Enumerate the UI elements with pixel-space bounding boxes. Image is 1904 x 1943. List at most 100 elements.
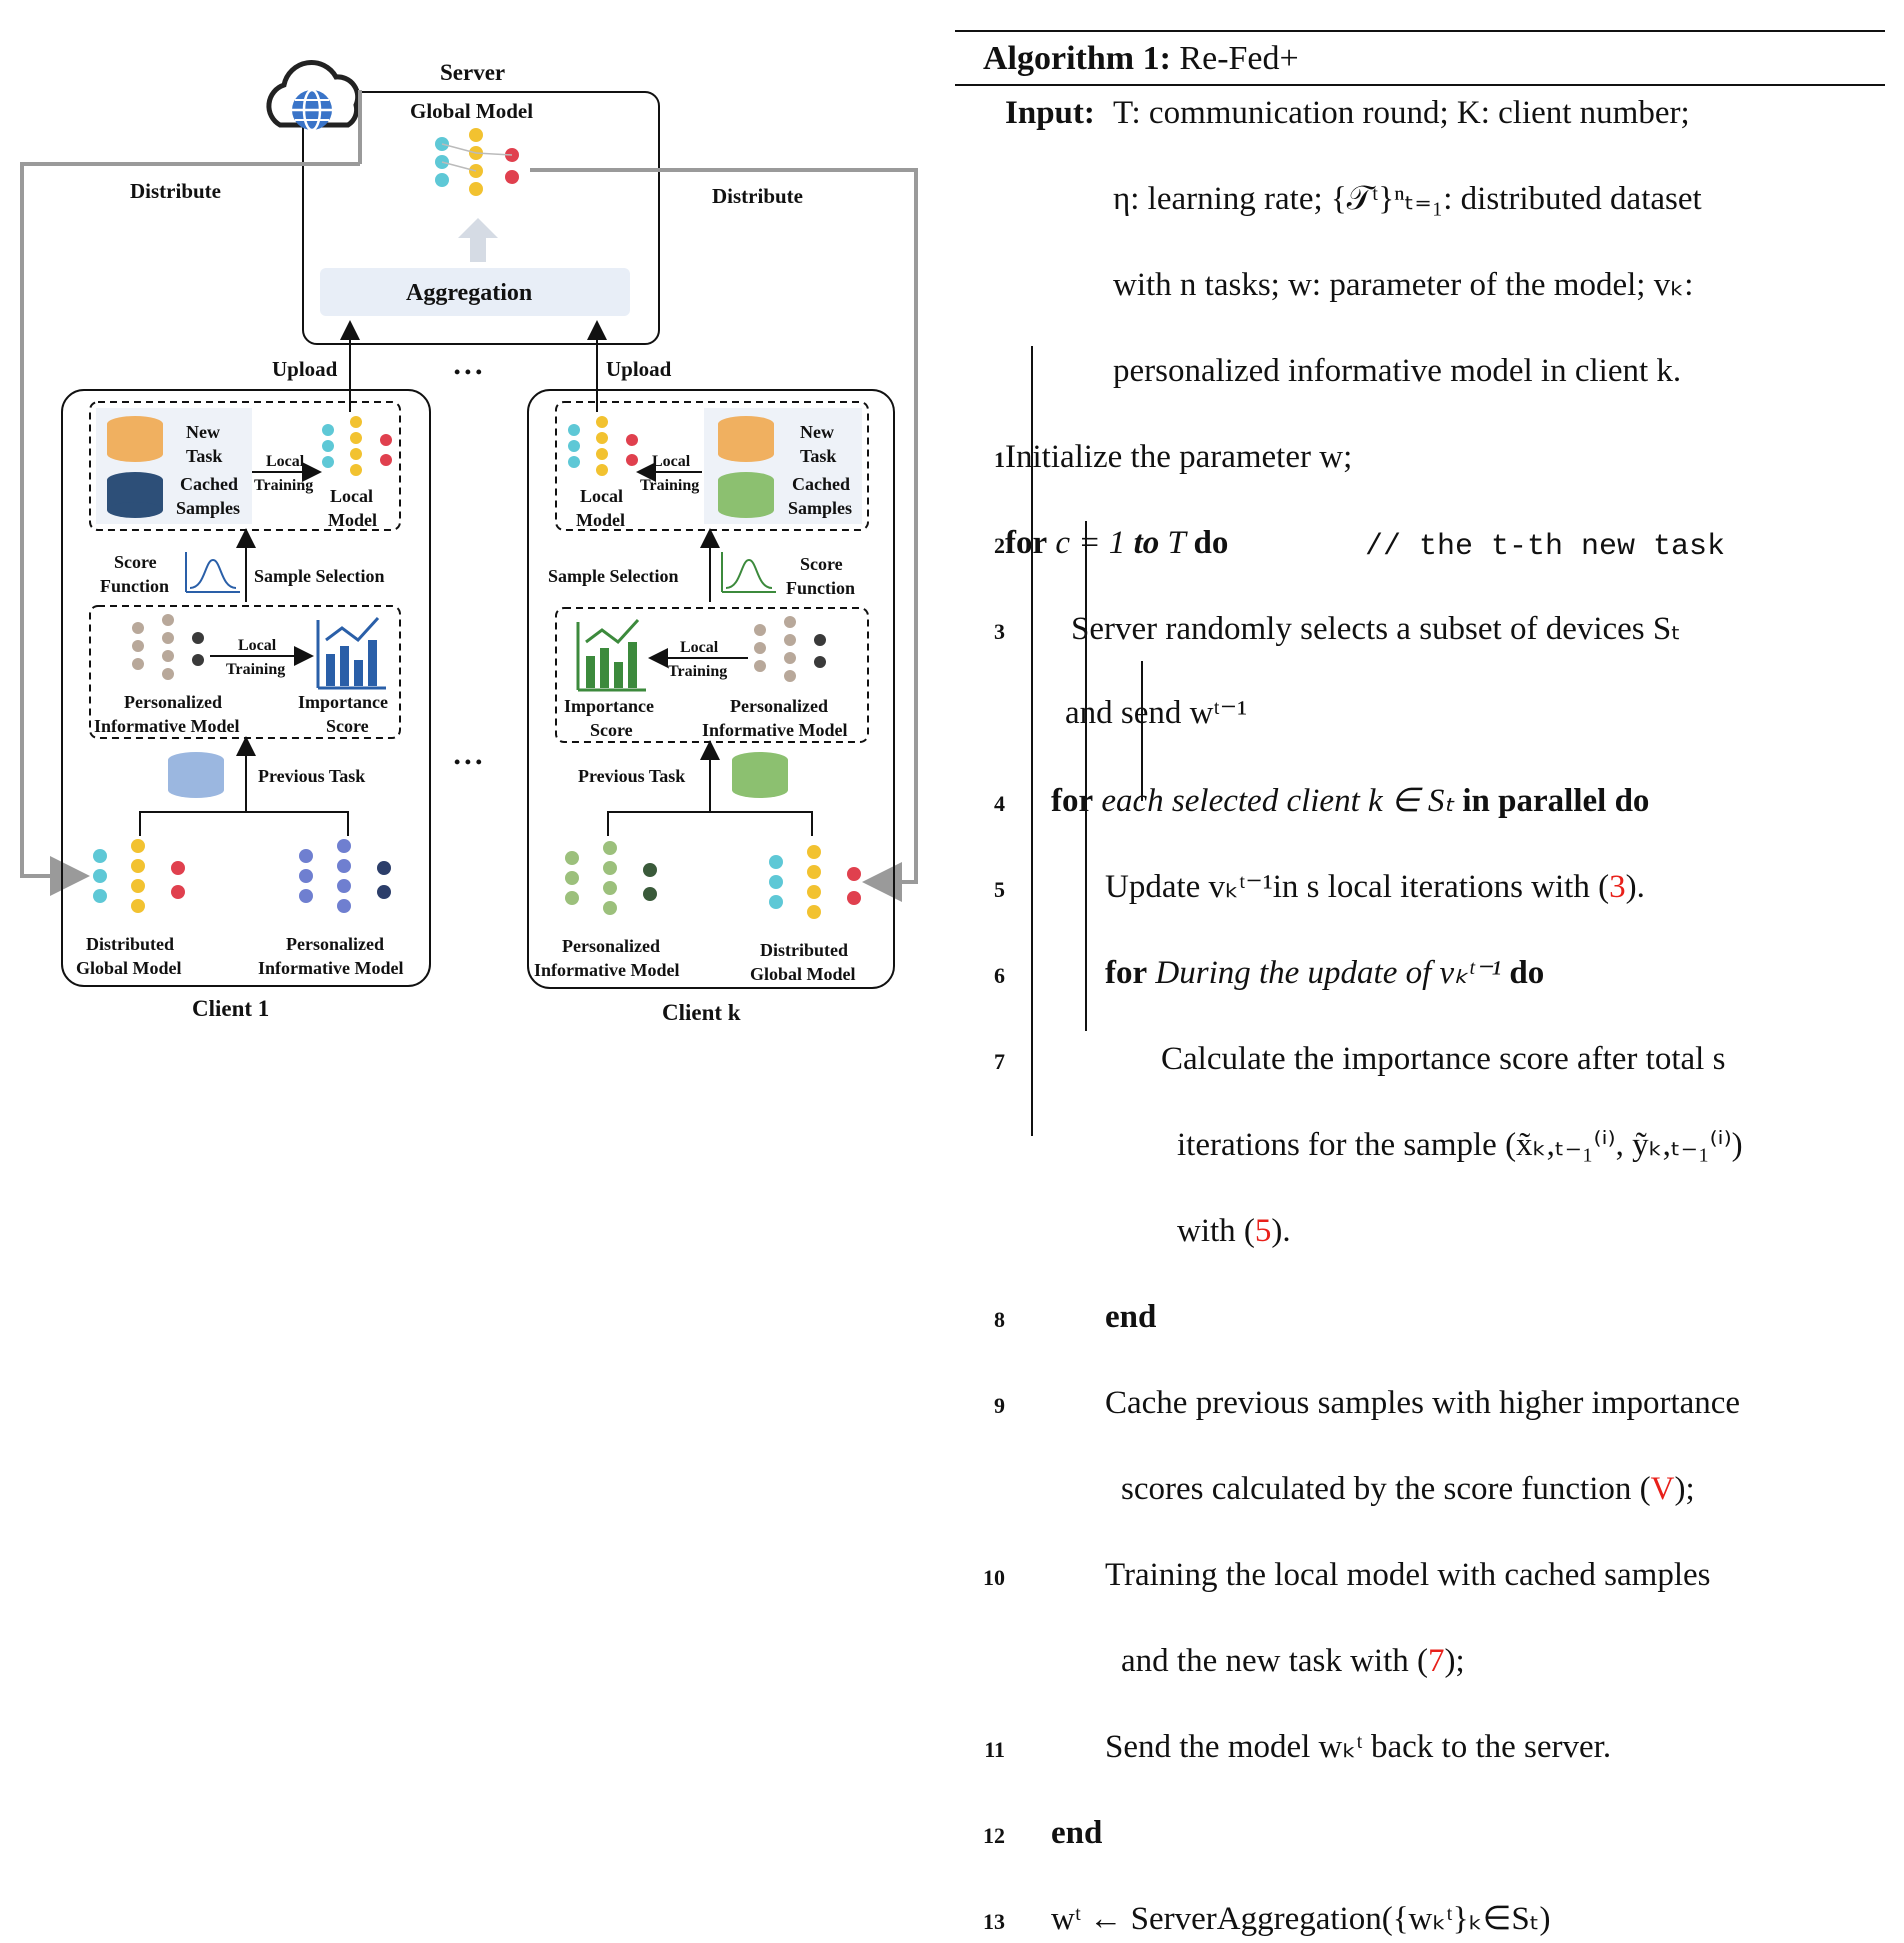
ck-importance-score-chart-icon (576, 618, 646, 692)
line-9-cont: scores calculated by the score function … (1121, 1471, 1651, 1507)
input-label: Input: (1005, 95, 1095, 131)
block-bar-inner (1141, 661, 1143, 801)
line-10-text: Training the local model with cached sam… (1105, 1557, 1711, 1593)
algorithm-label: Algorithm 1: (983, 40, 1171, 77)
c1-local-training-b2: Training (226, 661, 285, 678)
c1-local-training-1: Local (266, 453, 305, 470)
line-10-cont-post: ); (1444, 1643, 1465, 1679)
client-1-title: Client 1 (192, 996, 269, 1021)
distribute-right-label: Distribute (712, 184, 803, 208)
block-bar-middle (1085, 521, 1087, 1031)
cached-samples-database-icon (107, 472, 163, 518)
global-model-network-icon (435, 128, 519, 196)
c1-new-task-2: Task (186, 446, 222, 466)
c1-local-model-2: Model (328, 510, 377, 530)
ck-score-function-2: Function (786, 578, 855, 598)
aggregation-box (320, 268, 630, 316)
c1-local-model-1: Local (330, 486, 373, 506)
ellipsis-middle: • • • (454, 752, 482, 772)
line-7-ref[interactable]: 5 (1254, 1213, 1272, 1249)
c1-importance-1: Importance (298, 692, 388, 712)
ck-score-function-chart-icon (721, 552, 776, 593)
server-label: Server (440, 60, 505, 85)
ck-personalized-bottom-2: Informative Model (534, 960, 679, 980)
line-number-4: 4 (994, 791, 1005, 816)
line-4-parallel: in parallel do (1462, 783, 1650, 819)
ck-distributed-1: Distributed (760, 940, 848, 960)
line-6-text: During the update of vₖᵗ⁻¹ (1147, 955, 1510, 991)
line-number-10: 10 (983, 1565, 1005, 1590)
client-k-panel: Local Training Local Model New Task Cach… (527, 389, 895, 1025)
c1-personalized-bottom-1: Personalized (286, 934, 384, 954)
algorithm-title: Algorithm 1: Re-Fed+ (955, 32, 1885, 86)
line-number-5: 5 (994, 877, 1005, 902)
line-1-text: Initialize the parameter w; (1005, 439, 1353, 475)
ck-local-training-b1: Local (680, 639, 719, 656)
aggregation-label: Aggregation (406, 280, 532, 306)
ck-personalized-model-icon (754, 616, 826, 682)
ck-distributed-global-model-icon (769, 845, 861, 919)
ck-local-model-1: Local (580, 486, 623, 506)
ck-previous-task-database-icon (732, 752, 788, 798)
line-9-ref[interactable]: V (1650, 1471, 1675, 1507)
line-7-text: Calculate the importance score after tot… (1161, 1041, 1726, 1077)
c1-score-function-chart-icon (185, 552, 240, 593)
line-number-6: 6 (994, 963, 1005, 988)
line-2-range: c = 1 (1047, 525, 1134, 561)
ck-personalized-bottom-1: Personalized (562, 936, 660, 956)
ck-personalized-2: Informative Model (702, 720, 847, 740)
c1-personalized-2: Informative Model (94, 716, 239, 736)
line-number-8: 8 (994, 1307, 1005, 1332)
ck-local-training-b2: Training (668, 663, 727, 680)
line-5-post: ). (1625, 869, 1645, 905)
ellipsis-top: • • • (454, 362, 482, 382)
client-k-title: Client k (662, 1000, 741, 1025)
line-10-ref[interactable]: 7 (1428, 1643, 1445, 1679)
c1-sample-selection: Sample Selection (254, 566, 385, 586)
line-2-end: T (1159, 525, 1194, 561)
server-box (302, 91, 660, 345)
line-number-11: 11 (984, 1737, 1005, 1762)
line-9-text: Cache previous samples with higher impor… (1105, 1385, 1741, 1421)
ck-cached-1: Cached (792, 474, 850, 494)
c1-personalized-informative-model-icon (299, 839, 391, 913)
line-2-for: for (1005, 525, 1048, 561)
input-line-1: T: communication round; K: client number… (1113, 95, 1690, 131)
input-line-2: η: learning rate; {𝒯ᵗ}ⁿₜ₌₁: distributed … (1113, 181, 1702, 217)
ck-new-task-database-icon (718, 416, 774, 462)
ck-local-model-icon (568, 416, 638, 476)
ck-cached-2: Samples (788, 498, 852, 518)
ck-previous-task: Previous Task (578, 766, 685, 786)
line-number-1: 1 (994, 447, 1005, 472)
ck-local-model-2: Model (576, 510, 625, 530)
c1-local-training-b1: Local (238, 637, 277, 654)
line-5-text: Update vₖᵗ⁻¹in s local iterations with ( (1105, 869, 1610, 905)
line-number-13: 13 (983, 1909, 1005, 1934)
line-12-end: end (1051, 1815, 1103, 1851)
line-7-cont2-post: ). (1271, 1213, 1291, 1249)
ck-sample-selection: Sample Selection (548, 566, 679, 586)
c1-new-task-1: New (186, 422, 220, 442)
distribute-left-label: Distribute (130, 179, 221, 203)
line-2-comment: // the t-th new task (1365, 530, 1726, 564)
ck-personalized-1: Personalized (730, 696, 828, 716)
line-number-3: 3 (994, 619, 1005, 644)
line-4-for: for (1051, 783, 1094, 819)
new-task-database-icon (107, 416, 163, 462)
line-10-cont: and the new task with ( (1121, 1643, 1429, 1679)
line-5-ref[interactable]: 3 (1609, 869, 1626, 905)
ck-local-training-1: Local (652, 453, 691, 470)
ck-importance-1: Importance (564, 696, 654, 716)
c1-cached-2: Samples (176, 498, 240, 518)
line-4-text: each selected client k ∈ Sₜ (1093, 783, 1463, 819)
c1-previous-task-database-icon (168, 752, 224, 798)
ck-cached-samples-database-icon (718, 472, 774, 518)
line-6-do: do (1509, 955, 1545, 991)
input-line-4: personalized informative model in client… (1113, 353, 1682, 389)
c1-previous-task: Previous Task (258, 766, 365, 786)
ck-distributed-2: Global Model (750, 964, 856, 984)
cloud-globe-icon (266, 59, 361, 132)
input-line-3: with n tasks; w: parameter of the model;… (1113, 267, 1694, 303)
c1-local-training-2: Training (254, 477, 313, 494)
framework-diagram: Server Global Model Aggregation Distribu… (0, 0, 940, 1062)
